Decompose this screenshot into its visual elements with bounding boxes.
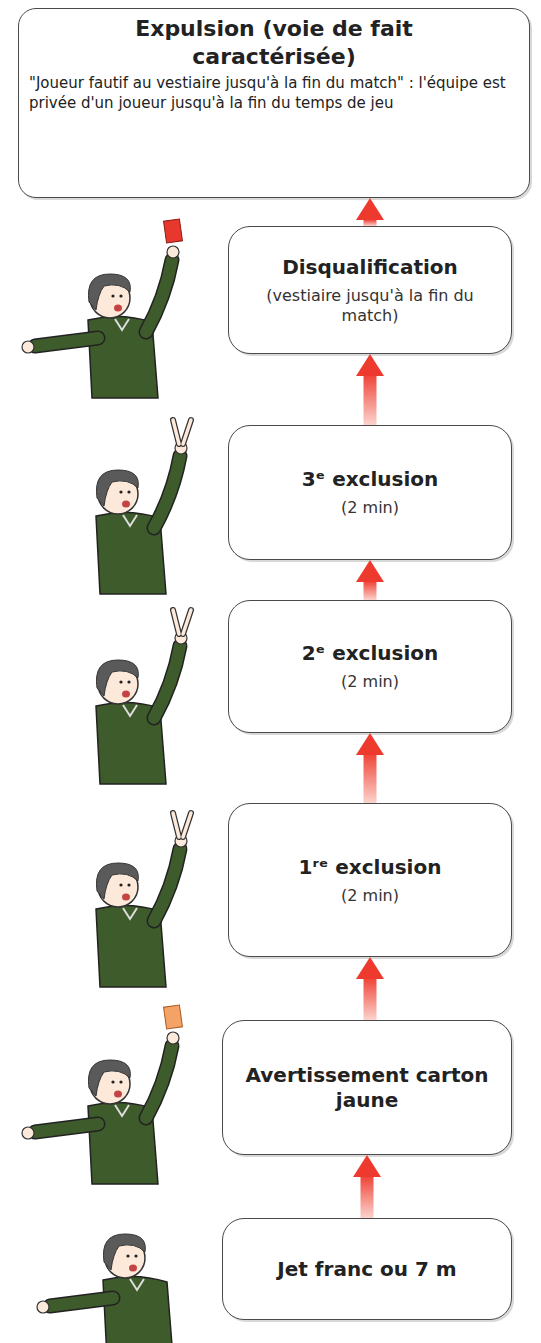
sanction-box: 1ʳᵉ exclusion (2 min) <box>228 803 512 957</box>
two-fingers <box>173 610 191 634</box>
sanction-title: Avertissement carton jaune <box>237 1063 497 1113</box>
referee-free-throw <box>37 1234 173 1343</box>
escalation-arrow <box>364 376 377 425</box>
two-fingers <box>173 813 191 837</box>
raised-arm <box>154 632 187 718</box>
escalation-arrow <box>361 1177 374 1218</box>
raised-arm <box>146 1032 179 1118</box>
pointing-arm <box>37 1298 113 1313</box>
raised-arm <box>154 442 187 528</box>
sanction-detail: (vestiaire jusqu'à la fin du match) <box>243 286 497 326</box>
sanction-detail: (2 min) <box>341 886 399 906</box>
sanction-box: Disqualification (vestiaire jusqu'à la fi… <box>228 226 512 354</box>
pointing-arm <box>22 338 98 353</box>
sanction-detail: "Joueur fautif au vestiaire jusqu'à la f… <box>29 74 519 113</box>
sanction-title: 2ᵉ exclusion <box>302 641 439 666</box>
referee-red-card <box>22 219 182 398</box>
referee-two-minutes <box>96 813 191 987</box>
sanction-title: Jet franc ou 7 m <box>277 1257 456 1282</box>
referee-yellow-card <box>22 1005 182 1184</box>
raised-arm <box>146 246 179 332</box>
sanction-title: Expulsion (voie de fait caractérisée) <box>124 15 424 70</box>
sanction-box: Avertissement carton jaune <box>222 1020 512 1155</box>
yellow-card <box>164 1005 183 1029</box>
pointing-arm <box>22 1124 98 1139</box>
sanction-detail: (2 min) <box>341 672 399 692</box>
sanction-title: 1ʳᵉ exclusion <box>299 855 442 880</box>
sanction-detail: (2 min) <box>341 498 399 518</box>
expulsion-box: Expulsion (voie de fait caractérisée) "Jo… <box>18 8 530 198</box>
sanction-box: 2ᵉ exclusion (2 min) <box>228 600 512 733</box>
escalation-arrow <box>364 582 377 600</box>
escalation-arrow <box>364 979 377 1020</box>
referee-two-minutes <box>96 420 191 594</box>
sanction-box: 3ᵉ exclusion (2 min) <box>228 425 512 560</box>
sanction-title: Disqualification <box>282 255 458 280</box>
sanction-title: 3ᵉ exclusion <box>302 467 439 492</box>
sanction-box: Jet franc ou 7 m <box>222 1218 512 1320</box>
escalation-arrow <box>364 755 377 803</box>
referee-two-minutes <box>96 610 191 784</box>
referee-figure <box>103 1234 173 1343</box>
raised-arm <box>154 835 187 921</box>
two-fingers <box>173 420 191 444</box>
red-card <box>164 219 183 243</box>
